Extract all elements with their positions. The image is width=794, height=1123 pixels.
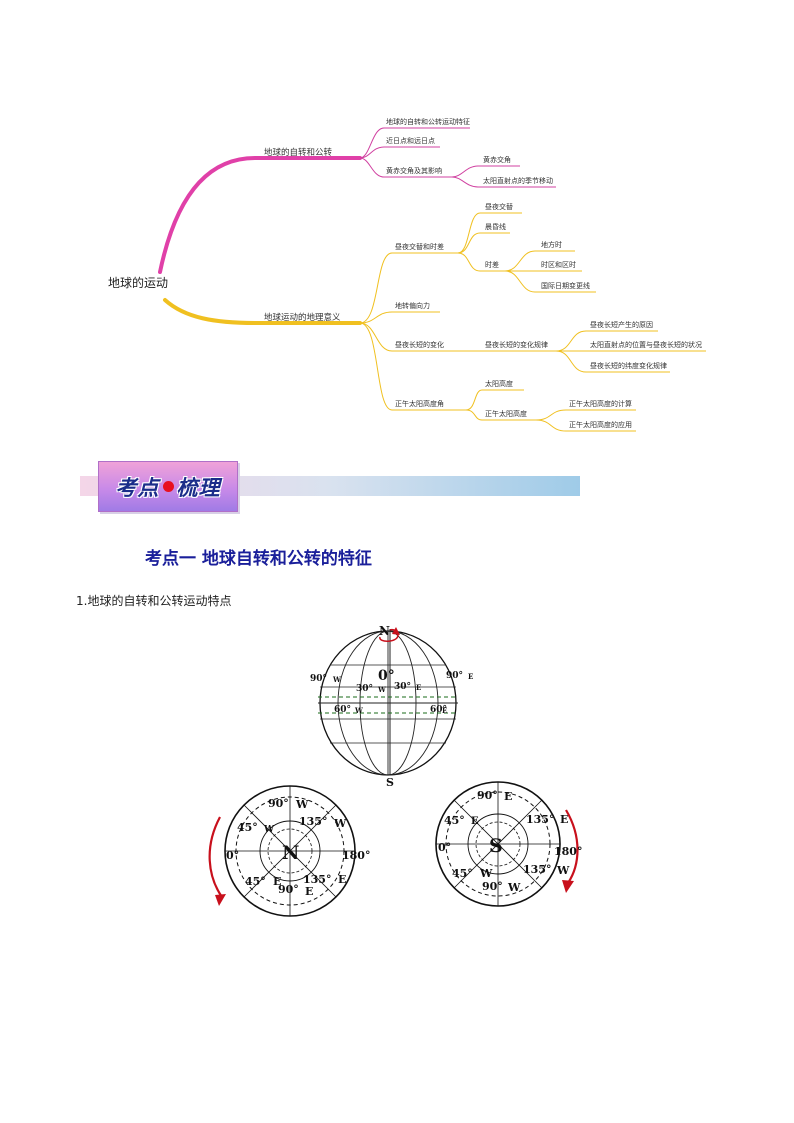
banner-dot-icon <box>162 481 174 492</box>
sp-label: E <box>471 816 479 827</box>
globe-label: E <box>416 683 421 692</box>
globe-label: 30° <box>394 682 411 692</box>
np-label: E <box>338 873 346 886</box>
np-label: 135° <box>299 815 327 828</box>
globe-label: E <box>442 706 447 715</box>
np-label: 135° <box>303 873 331 886</box>
np-label: W <box>263 825 275 835</box>
sp-label: 135° <box>526 813 554 826</box>
mm-node: 昼夜长短的变化 <box>395 340 444 349</box>
sp-label: 90° <box>477 789 498 802</box>
section-title: 考点一 地球自转和公转的特征 <box>145 549 372 569</box>
globe-label: 90° <box>310 674 327 684</box>
mm-node: 地转偏向力 <box>395 301 430 310</box>
globe-label: 60° <box>430 705 447 715</box>
sp-label: E <box>504 790 512 803</box>
mm-node: 昼夜交替和时差 <box>395 242 444 251</box>
mm-node: 太阳直射点的位置与昼夜长短的状况 <box>590 340 702 349</box>
globe-label: W <box>377 685 386 694</box>
mm-node: 太阳直射点的季节移动 <box>483 176 553 185</box>
section-banner-tag: 考点 梳理 <box>98 461 238 512</box>
globe-label: E <box>468 672 473 681</box>
sp-label: 135° <box>523 863 551 876</box>
np-label: 0° <box>226 849 239 862</box>
mm-node: 地球的自转和公转运动特征 <box>386 117 470 126</box>
mind-map: 地球的运动 地球的自转和公转 地球运动的地理意义 地球的自转和公转运动特征 近日… <box>108 117 706 432</box>
mm-node: 正午太阳高度的计算 <box>569 399 632 408</box>
sp-label: W <box>507 881 521 894</box>
np-label: 45° <box>245 875 266 888</box>
globe-north: N <box>379 624 390 638</box>
branch1-label: 地球的自转和公转 <box>264 147 333 158</box>
sp-label: 45° <box>452 867 473 880</box>
mm-node: 昼夜长短的变化规律 <box>485 340 548 349</box>
mm-node: 昼夜长短产生的原因 <box>590 320 653 329</box>
banner-text-1: 考点 <box>115 474 160 500</box>
mm-node: 太阳高度 <box>485 379 513 388</box>
globe-label: 90° <box>446 671 463 681</box>
sp-label: W <box>556 864 570 877</box>
branch-pink-curve <box>158 156 362 274</box>
sp-label: 0° <box>438 841 451 854</box>
mm-node: 昼夜交替 <box>485 202 513 211</box>
np-center: N <box>282 842 299 864</box>
np-label: 90° <box>278 883 299 896</box>
sp-label: E <box>560 813 568 826</box>
mm-node: 黄赤交角及其影响 <box>386 166 442 175</box>
mm-node: 正午太阳高度的应用 <box>569 420 632 429</box>
mm-node: 昼夜长短的纬度变化规律 <box>590 361 667 370</box>
mm-node: 正午太阳高度 <box>485 409 527 418</box>
globe-figure: N S 0° 90° W 90° E 30° W 30° E 60° W 60°… <box>208 624 582 917</box>
np-label: W <box>295 798 309 811</box>
np-label: E <box>305 885 313 898</box>
sp-label: 180° <box>554 845 582 858</box>
np-label: 90° <box>268 797 289 810</box>
banner-text-2: 梳理 <box>176 474 221 500</box>
north-pole-view: N 90° W 45° W 135° W 0° 180° 45° E 90° E… <box>208 785 370 917</box>
mm-node: 近日点和远日点 <box>386 136 435 145</box>
sp-label: W <box>479 867 493 880</box>
np-label: W <box>333 817 347 830</box>
mm-node: 晨昏线 <box>485 222 506 231</box>
globe-label: 60° <box>334 705 351 715</box>
mindmap-root: 地球的运动 <box>108 275 168 290</box>
globe-south: S <box>386 776 394 789</box>
mm-node: 时差 <box>485 260 499 269</box>
globe-center: 0° <box>378 668 395 684</box>
mm-node: 正午太阳高度角 <box>395 399 444 408</box>
globe-label: W <box>354 706 363 715</box>
np-label: 180° <box>342 849 370 862</box>
globe-label: W <box>332 675 341 684</box>
mm-node: 地方时 <box>541 240 562 249</box>
sp-label: 45° <box>444 814 465 827</box>
south-pole-view: S 90° E 45° E 135° E 0° 180° 45° W 90° W… <box>435 781 582 907</box>
np-label: 45° <box>237 821 258 834</box>
branch-yellow-curve <box>163 298 362 325</box>
np-label: E <box>273 875 281 888</box>
branch2-label: 地球运动的地理意义 <box>264 312 341 323</box>
globe-label: 30° <box>356 684 373 694</box>
sp-label: 90° <box>482 880 503 893</box>
mm-node: 黄赤交角 <box>483 155 511 164</box>
mm-node: 国际日期变更线 <box>541 281 590 290</box>
sp-center: S <box>489 835 503 857</box>
paragraph: 1.地球的自转和公转运动特点 <box>76 594 232 608</box>
mm-node: 时区和区时 <box>541 260 576 269</box>
